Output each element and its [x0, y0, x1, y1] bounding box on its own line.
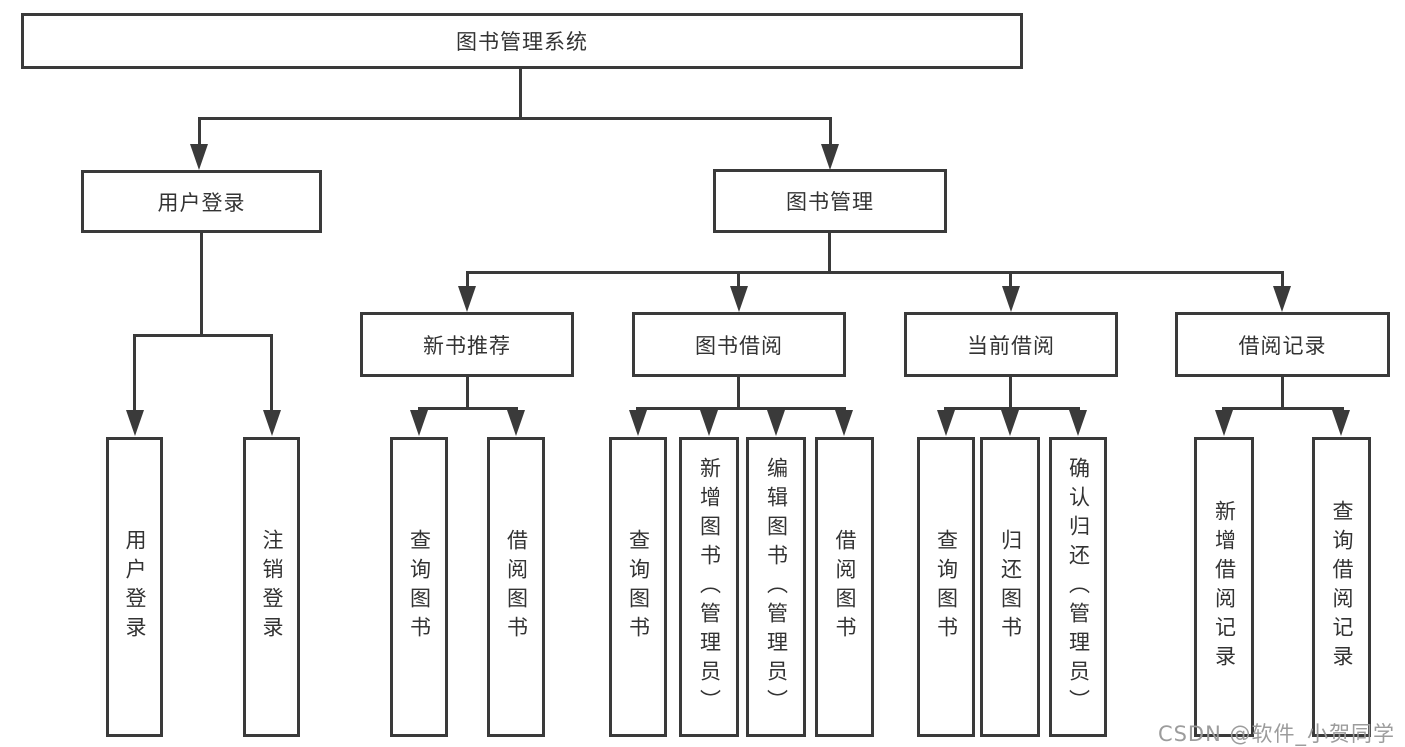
arrow-head: [1215, 410, 1233, 436]
arrow-head: [629, 410, 647, 436]
leaf-add-book-admin: 新增图书（管理员）: [679, 437, 739, 737]
leaf-borrow-books: 借阅图书: [815, 437, 874, 737]
node-book-management-label: 图书管理: [786, 190, 874, 214]
arrow-head: [730, 286, 748, 312]
arrow-head: [700, 410, 718, 436]
leaf-label: 归还图书: [998, 529, 1023, 645]
connector-line: [944, 407, 1080, 410]
leaf-label: 查询图书: [407, 529, 432, 645]
connector-line: [466, 377, 469, 410]
connector-line: [519, 67, 522, 120]
connector-line: [466, 271, 469, 289]
leaf-query-books-borrow: 查询图书: [609, 437, 667, 737]
leaf-user-login: 用户登录: [106, 437, 163, 737]
connector-line: [829, 117, 832, 147]
connector-line: [198, 117, 832, 120]
arrow-head: [458, 286, 476, 312]
connector-line: [737, 271, 740, 289]
node-new-book-recommend: 新书推荐: [360, 312, 574, 377]
leaf-label: 用户登录: [123, 529, 147, 645]
connector-line: [737, 377, 740, 410]
node-current-borrowing: 当前借阅: [904, 312, 1118, 377]
node-user-login: 用户登录: [81, 170, 322, 233]
connector-line: [133, 334, 273, 337]
arrow-head: [507, 410, 525, 436]
node-book-borrowing-label: 图书借阅: [695, 333, 783, 358]
leaf-query-books-current: 查询图书: [917, 437, 975, 737]
leaf-label: 借阅图书: [833, 529, 857, 645]
leaf-label: 查询图书: [626, 529, 651, 645]
connector-line: [1009, 377, 1012, 410]
connector-line: [418, 407, 518, 410]
connector-line: [198, 117, 201, 147]
connector-line: [1009, 271, 1012, 289]
arrow-head: [263, 410, 281, 436]
node-root-label: 图书管理系统: [456, 30, 588, 54]
arrow-head: [821, 144, 839, 170]
arrow-head: [937, 410, 955, 436]
node-book-borrowing: 图书借阅: [632, 312, 846, 377]
leaf-label: 新增借阅记录: [1212, 500, 1237, 674]
leaf-label: 查询借阅记录: [1330, 500, 1354, 674]
leaf-borrow-books-recommend: 借阅图书: [487, 437, 545, 737]
leaf-return-book: 归还图书: [980, 437, 1040, 737]
leaf-add-borrow-record: 新增借阅记录: [1194, 437, 1254, 737]
node-new-book-recommend-label: 新书推荐: [423, 333, 511, 358]
leaf-label: 借阅图书: [504, 529, 529, 645]
watermark: CSDN @软件_小贺同学: [1157, 722, 1395, 746]
arrow-head: [1332, 410, 1350, 436]
connector-line: [828, 233, 831, 274]
leaf-query-books-recommend: 查询图书: [390, 437, 448, 737]
node-root: 图书管理系统: [21, 13, 1023, 69]
connector-line: [270, 334, 273, 412]
arrow-head: [767, 410, 785, 436]
arrow-head: [1069, 410, 1087, 436]
leaf-edit-book-admin: 编辑图书（管理员）: [746, 437, 806, 737]
connector-line: [200, 233, 203, 337]
arrow-head: [835, 410, 853, 436]
arrow-head: [1273, 286, 1291, 312]
connector-line: [636, 407, 846, 410]
leaf-confirm-return-admin: 确认归还（管理员）: [1049, 437, 1107, 737]
leaf-label: 注销登录: [260, 529, 284, 645]
leaf-label: 确认归还（管理员）: [1066, 456, 1091, 718]
connector-line: [133, 334, 136, 412]
connector-line: [1281, 377, 1284, 410]
arrow-head: [410, 410, 428, 436]
connector-line: [1281, 271, 1284, 289]
node-current-borrowing-label: 当前借阅: [967, 333, 1055, 358]
connector-line: [1222, 407, 1344, 410]
arrow-head: [1001, 410, 1019, 436]
arrow-head: [126, 410, 144, 436]
node-user-login-label: 用户登录: [157, 190, 246, 215]
leaf-label: 编辑图书（管理员）: [764, 456, 789, 718]
node-book-management: 图书管理: [713, 169, 947, 233]
leaf-label: 新增图书（管理员）: [697, 456, 722, 718]
arrow-head: [1002, 286, 1020, 312]
leaf-logout: 注销登录: [243, 437, 300, 737]
arrow-head: [190, 144, 208, 170]
leaf-query-borrow-record: 查询借阅记录: [1312, 437, 1371, 737]
leaf-label: 查询图书: [934, 529, 959, 645]
node-borrow-records-label: 借阅记录: [1238, 333, 1327, 358]
node-borrow-records: 借阅记录: [1175, 312, 1390, 377]
connector-line: [466, 271, 1284, 274]
